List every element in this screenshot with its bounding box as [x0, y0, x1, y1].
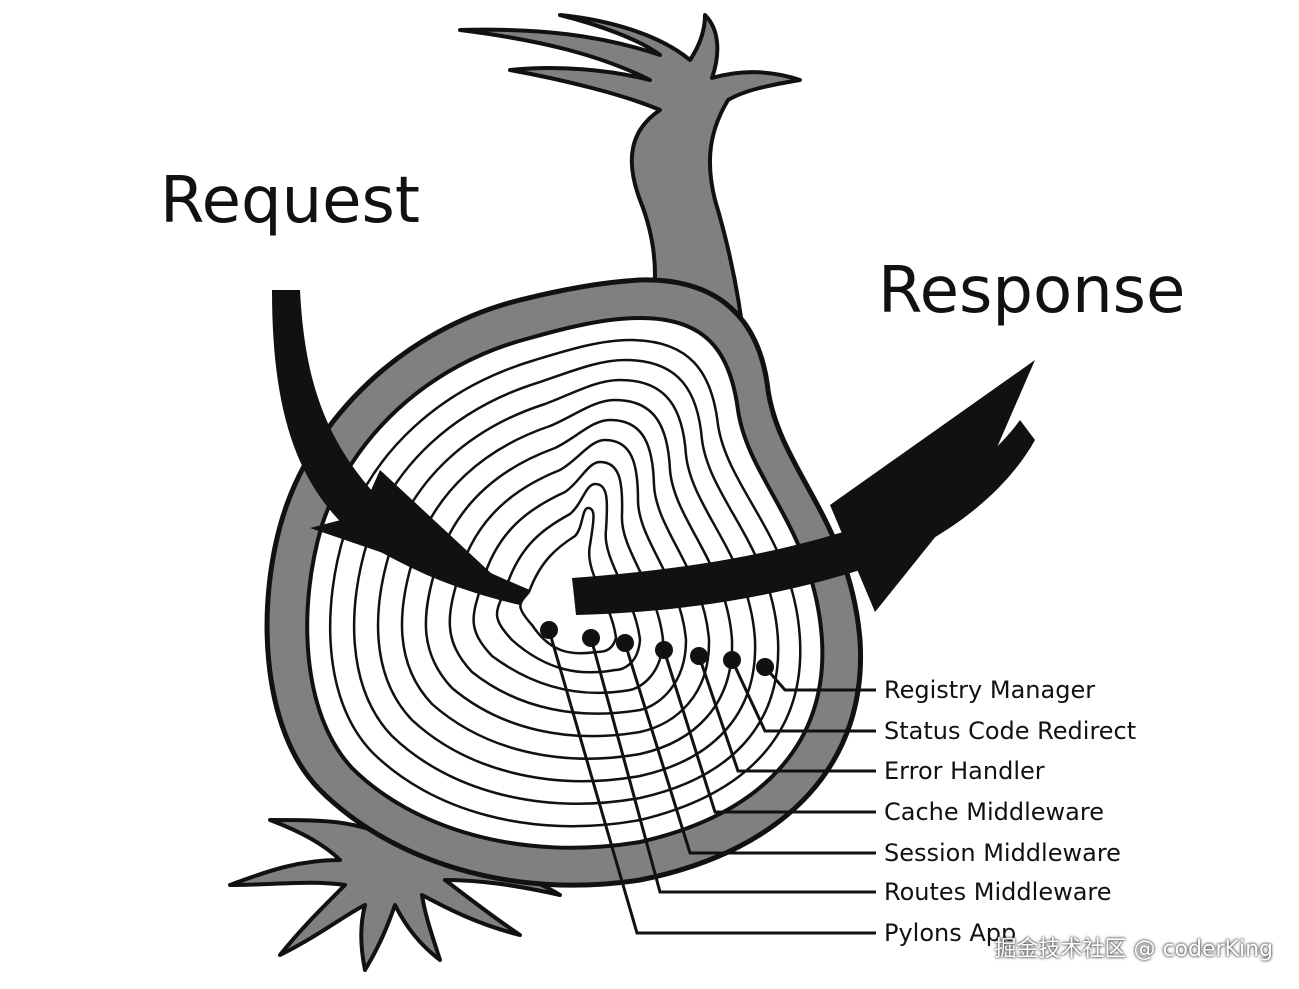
request-label: Request — [160, 164, 420, 238]
watermark: 掘金技术社区 @ coderKing — [994, 937, 1273, 962]
layer-dots — [540, 621, 774, 676]
leader-status-code-redirect — [730, 659, 876, 733]
layer-label-registry-manager: Registry Manager — [884, 676, 1095, 704]
response-label: Response — [878, 254, 1185, 328]
leader-pylons-app — [547, 629, 876, 935]
dot-error-handler — [690, 647, 708, 665]
onion-flesh — [305, 315, 825, 850]
dot-session-middleware — [616, 634, 634, 652]
response-arrow — [572, 360, 1035, 615]
layer-label-cache-middleware: Cache Middleware — [884, 798, 1104, 826]
layer-label-error-handler: Error Handler — [884, 757, 1045, 785]
leader-cache-middleware — [662, 649, 876, 814]
dot-routes-middleware — [582, 629, 600, 647]
layer-label-routes-middleware: Routes Middleware — [884, 878, 1112, 906]
leader-session-middleware — [623, 642, 876, 855]
dot-pylons-app — [540, 621, 558, 639]
onion-stem — [458, 13, 802, 352]
request-arrow — [272, 290, 530, 605]
leader-routes-middleware — [589, 637, 876, 894]
dot-registry-manager — [756, 658, 774, 676]
layer-label-pylons-app: Pylons App — [884, 919, 1016, 947]
leader-error-handler — [697, 655, 876, 773]
layer-label-session-middleware: Session Middleware — [884, 839, 1121, 867]
dot-status-code-redirect — [723, 651, 741, 669]
callout-lines — [547, 629, 876, 935]
layer-labels: Registry Manager Status Code Redirect Er… — [884, 676, 1136, 947]
dot-cache-middleware — [655, 641, 673, 659]
layer-label-status-code-redirect: Status Code Redirect — [884, 717, 1136, 745]
leader-registry-manager — [763, 666, 876, 692]
onion-roots — [228, 818, 562, 972]
onion-rings — [329, 338, 802, 828]
